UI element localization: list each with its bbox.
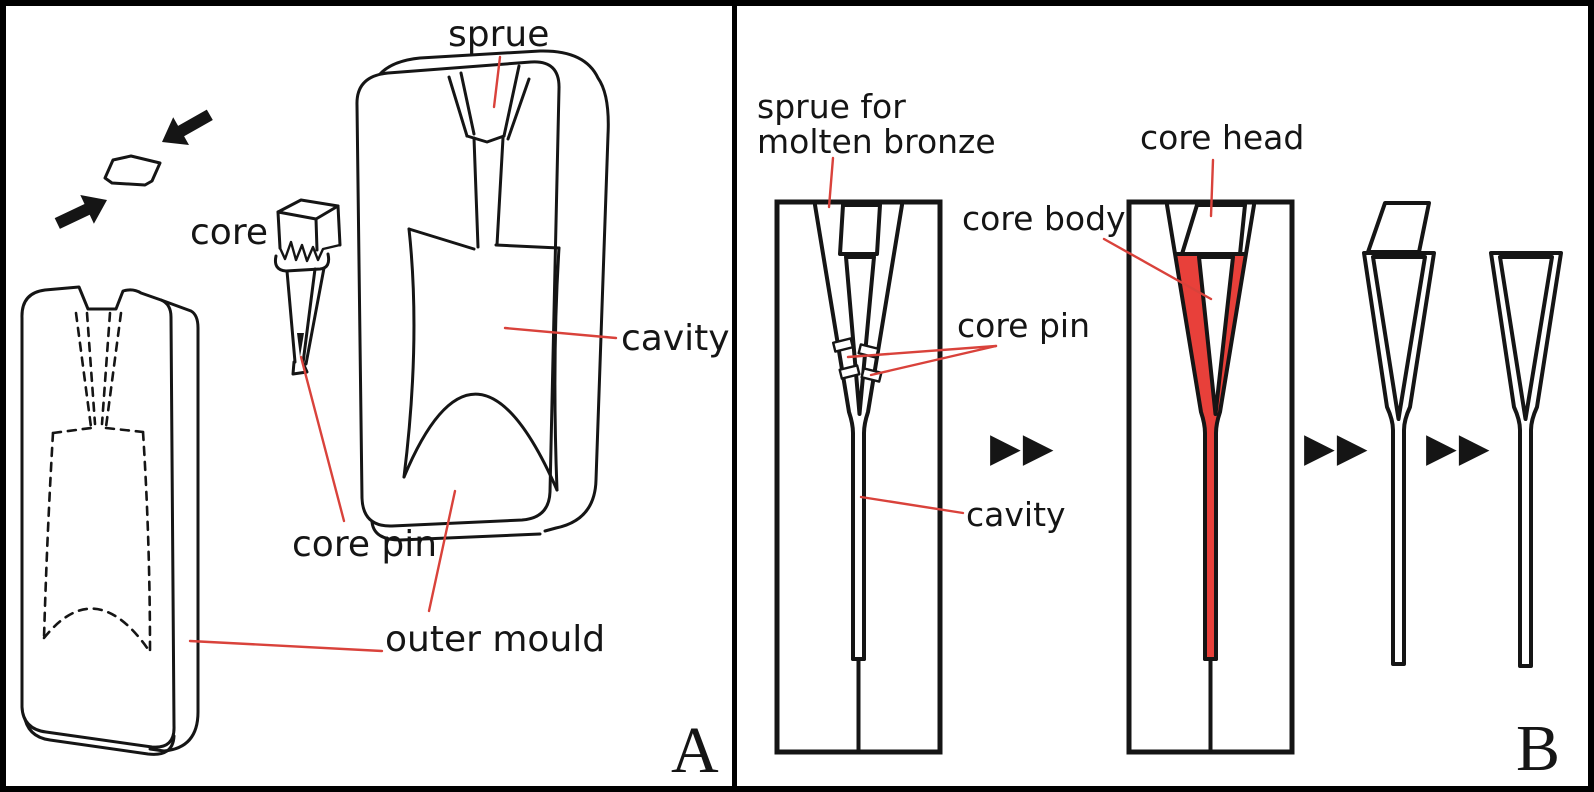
label-core-body: core body — [962, 199, 1126, 238]
mould-back-cavity-impression — [42, 311, 152, 654]
leader-core-body — [1102, 237, 1213, 301]
label-molten-bronze: molten bronze — [757, 122, 996, 161]
panel-b-casting-sequence: ▶▶ ▶▶ ▶▶ sprue for molten bronze core he… — [757, 87, 1563, 785]
panel-a-exploded-mould: sprue core cavity core pin outer mould A — [20, 14, 730, 787]
press-arrow-up-right-icon — [54, 195, 107, 229]
label-core-pin-b: core pin — [957, 306, 1090, 345]
mould-back-side-edge — [148, 298, 200, 753]
label-core: core — [190, 212, 268, 253]
core-head-left-edge — [276, 210, 282, 250]
label-core-head: core head — [1140, 118, 1304, 157]
sprue-funnel — [447, 64, 531, 249]
label-outer-mould: outer mould — [385, 619, 605, 660]
mould-back-front-face — [20, 285, 176, 749]
advance-arrows-icon: ▶▶ — [1304, 425, 1370, 471]
leader-outer-mould-left — [188, 639, 384, 653]
stage4-core-body — [1498, 255, 1554, 421]
leader-core-head — [1209, 158, 1215, 218]
core-body-side-edge — [304, 266, 326, 366]
core-collar — [274, 252, 331, 273]
stage-1-mould-with-core — [774, 199, 943, 755]
stage3-core-body — [1371, 255, 1427, 421]
core-piece — [274, 198, 342, 376]
stage1-cavity-left-wall — [813, 203, 855, 661]
outer-mould-front-half — [355, 49, 610, 542]
leader-cavity-b — [859, 495, 965, 515]
core-head-right-edge — [336, 204, 342, 247]
panel-a-leaders — [188, 55, 618, 653]
label-cavity: cavity — [621, 318, 730, 359]
mould-front-bottom-edge — [370, 520, 542, 542]
axe-cavity-outline — [402, 227, 561, 492]
core-head-front-edge — [314, 217, 319, 252]
core-pin-mark — [297, 333, 304, 357]
leader-outer-mould-right — [427, 489, 457, 613]
label-cavity-b: cavity — [966, 495, 1066, 534]
stage-2-mould-poured — [1126, 199, 1295, 755]
leader-sprue-molten-bronze — [827, 156, 835, 209]
stage2-cavity-left-wall — [1165, 203, 1207, 661]
leader-core-pin — [299, 355, 346, 523]
label-sprue: sprue — [448, 14, 549, 55]
advance-arrows-icon: ▶▶ — [1426, 425, 1492, 471]
mould-front-face — [355, 60, 561, 528]
press-arrow-down-left-icon — [162, 109, 213, 145]
stage3-bronze-casting — [1362, 251, 1436, 666]
core-blank-hexagon — [103, 154, 162, 187]
stage-3-raw-casting — [1362, 201, 1436, 666]
stage1-core-head — [838, 203, 882, 256]
advance-arrows-icon: ▶▶ — [990, 425, 1056, 471]
core-tip — [291, 360, 309, 376]
core-head-zigzag — [278, 240, 342, 263]
stage1-core-pins — [831, 337, 883, 383]
stage-4-finished-casting — [1489, 251, 1563, 668]
leader-cavity — [503, 326, 618, 340]
stage2-core-head — [1180, 203, 1247, 256]
stage2-cavity-right-wall — [1214, 203, 1256, 661]
label-sprue-for: sprue for — [757, 87, 906, 126]
mould-front-back-edge — [370, 49, 610, 533]
leader-core-pin-left — [846, 344, 998, 359]
mould-back-bottom-edge — [22, 712, 176, 756]
leader-sprue — [492, 55, 502, 109]
panel-a-letter: A — [671, 714, 719, 787]
leader-core-pin-right — [869, 344, 998, 377]
core-body-front-edge — [301, 267, 317, 365]
panel-b-letter: B — [1516, 712, 1560, 785]
core-body-left-edge — [285, 269, 297, 364]
outer-mould-back-half — [20, 285, 200, 756]
stage1-cavity-right-wall — [862, 203, 904, 661]
label-core-pin: core pin — [292, 524, 437, 565]
stage1-core-body — [844, 255, 876, 416]
panel-b-leaders — [827, 156, 1215, 515]
stage4-bronze-casting — [1489, 251, 1563, 668]
